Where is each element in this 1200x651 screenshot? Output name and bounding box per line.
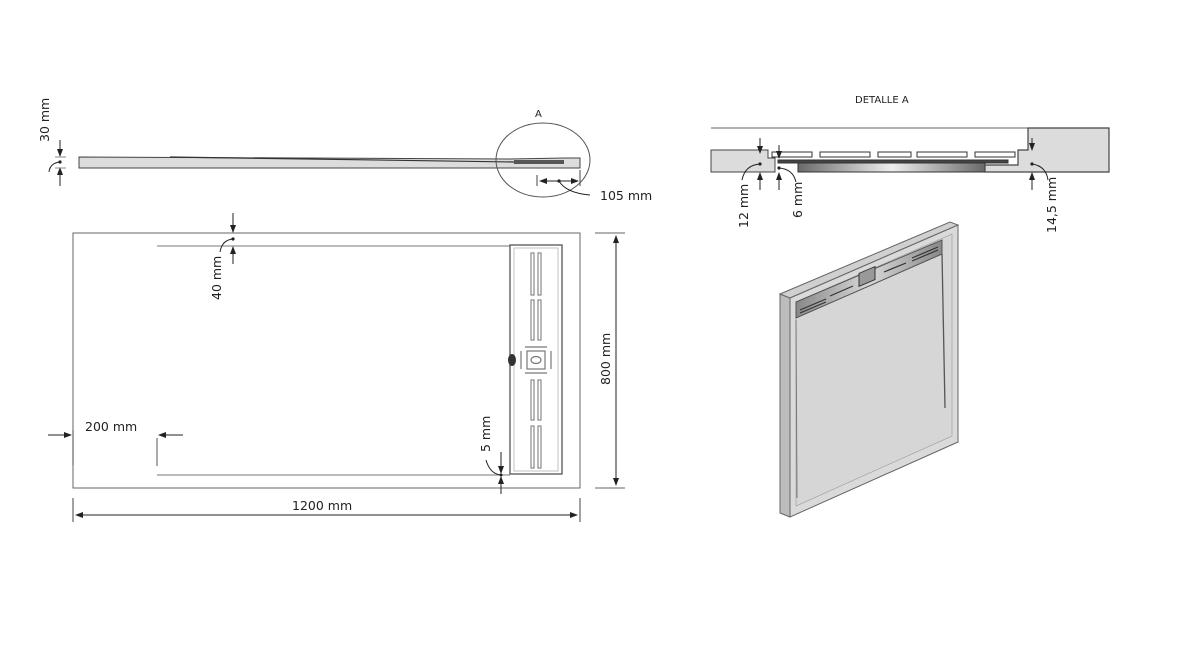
edge-offset-label: 40 mm <box>209 256 224 300</box>
dim-6-label: 6 mm <box>790 182 805 218</box>
drain-width-label: 105 mm <box>600 188 652 203</box>
top-view: 40 mm 800 mm 200 mm 5 mm 1200 mm <box>48 213 625 522</box>
drain-center-icon <box>520 346 552 374</box>
drain-gap-label: 5 mm <box>478 416 493 452</box>
detail-a-circle[interactable] <box>495 122 591 198</box>
grate-slots <box>530 252 542 469</box>
drain-channel-profile <box>514 160 564 164</box>
side-margin-label: 200 mm <box>85 419 137 434</box>
drain-grate <box>509 244 563 475</box>
tray-outline <box>72 232 581 489</box>
side-view: 30 mm A 105 mm <box>37 98 652 203</box>
tray-profile <box>78 156 581 169</box>
detail-marker: A <box>535 109 542 120</box>
dim-12-label: 12 mm <box>736 184 751 228</box>
width-label: 1200 mm <box>292 498 352 513</box>
detail-grate <box>771 151 1016 158</box>
dim-14-5-label: 14,5 mm <box>1044 177 1059 233</box>
detail-title: DETALLE A <box>855 95 909 106</box>
detail-a-view: DETALLE A 12 mm 6 mm 14 <box>710 95 1110 233</box>
iso-drain-center-icon <box>858 265 876 288</box>
thickness-label: 30 mm <box>37 98 52 142</box>
height-label: 800 mm <box>598 333 613 385</box>
isometric-view[interactable] <box>778 221 960 518</box>
